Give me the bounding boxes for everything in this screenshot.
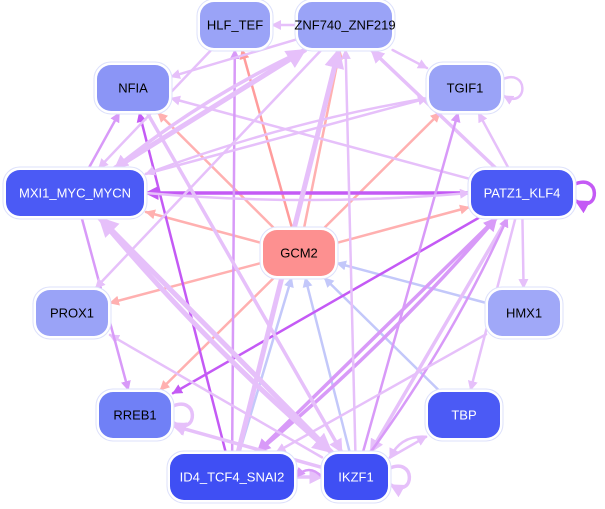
edge-ikzf1-to-mxi1_myc_mycn [97,215,334,455]
node-box[interactable] [200,2,270,48]
node-tgif1[interactable]: TGIF1 [425,61,505,115]
edge-tbp-to-gcm2 [323,276,440,392]
node-box[interactable] [263,230,335,276]
edge-nfia-to-ikzf1 [145,111,344,454]
edge-patz1_klf4-to-id4_tcf4_snai2 [255,216,499,454]
edge-patz1_klf4-to-rreb1 [171,216,480,395]
edge-mxi1_myc_mycn-to-ikzf1 [97,215,334,455]
node-label: PATZ1_KLF4 [484,186,561,201]
edge-gcm2-to-tgif1 [322,111,442,230]
node-box[interactable] [429,65,501,111]
edge-id4_tcf4_snai2-to-patz1_klf4 [255,216,499,454]
node-mxi1-myc-mycn[interactable]: MXI1_MYC_MYCN [2,166,148,220]
edge-tgif1-to-mxi1_myc_mycn [144,96,429,176]
edge-patz1_klf4-to-ikzf1 [368,216,510,454]
edge-gcm2-to-hlf_tef [239,48,294,230]
node-patz1-klf4[interactable]: PATZ1_KLF4 [467,166,577,220]
edge-znf740_znf219-to-mxi1_myc_mycn [113,48,307,170]
node-box[interactable] [428,392,500,438]
node-id4-tcf4-snai2[interactable]: ID4_TCF4_SNAI2 [166,450,298,504]
edge-mxi1_myc_mycn-to-tgif1 [144,95,429,176]
node-ikzf1[interactable]: IKZF1 [320,450,392,504]
node-box[interactable] [324,454,388,500]
node-rreb1[interactable]: RREB1 [95,388,175,442]
node-label: HLF_TEF [207,18,263,33]
node-prox1[interactable]: PROX1 [32,286,112,340]
edge-ikzf1-to-prox1 [108,333,324,459]
node-box[interactable] [97,65,169,111]
edge-tgif1-to-tgif1 [499,76,524,105]
edge-ikzf1-to-ikzf1 [386,464,412,498]
node-box[interactable] [488,290,560,336]
node-hmx1[interactable]: HMX1 [484,286,564,340]
edge-rreb1-to-rreb1 [169,402,195,436]
node-box[interactable] [99,392,171,438]
edge-ikzf1-to-rreb1 [171,422,324,470]
edge-hmx1-to-id4_tcf4_snai2 [275,333,488,454]
edge-patz1_klf4-to-tgif1 [477,111,510,170]
node-hlf-tef[interactable]: HLF_TEF [196,0,274,52]
node-label: HMX1 [506,306,542,321]
node-box[interactable] [298,2,392,48]
node-label: PROX1 [50,306,94,321]
node-label: IKZF1 [338,470,373,485]
node-label: ZNF740_ZNF219 [294,18,395,33]
node-box[interactable] [170,454,294,500]
edge-gcm2-to-patz1_klf4 [335,204,471,245]
edge-ikzf1-to-patz1_klf4 [369,216,509,454]
node-label: MXI1_MYC_MYCN [19,186,131,201]
edge-patz1_klf4-to-patz1_klf4 [571,180,597,214]
node-label: ID4_TCF4_SNAI2 [180,470,285,485]
edge-ikzf1-to-znf740_znf219 [340,48,357,454]
edge-mxi1_myc_mycn-to-patz1_klf4 [144,188,471,202]
edge-ikzf1-to-id4_tcf4_snai2 [294,467,324,479]
edge-patz1_klf4-to-hmx1 [518,216,529,290]
node-box[interactable] [471,170,573,216]
node-znf740-znf219[interactable]: ZNF740_ZNF219 [294,0,396,52]
node-label: TBP [451,408,476,423]
edge-mxi1_myc_mycn-to-nfia [87,111,121,170]
edge-znf740_znf219-to-tgif1 [391,48,429,70]
node-label: GCM2 [280,246,318,261]
edge-ikzf1-to-gcm2 [302,276,351,454]
edge-tbp-to-ikzf1 [388,435,428,459]
node-label: NFIA [118,81,148,96]
node-label: TGIF1 [447,81,484,96]
edge-id4_tcf4_snai2-to-gcm2 [238,276,294,454]
edge-patz1_klf4-to-nfia [169,95,471,180]
node-label: RREB1 [113,408,156,423]
edge-znf740_znf219-to-prox1 [94,48,323,290]
node-tbp[interactable]: TBP [424,388,504,442]
node-gcm2[interactable]: GCM2 [259,226,339,280]
node-box[interactable] [36,290,108,336]
edge-id4_tcf4_snai2-to-hlf_tef [229,48,240,454]
edge-mxi1_myc_mycn-to-znf740_znf219 [112,47,308,171]
node-box[interactable] [6,170,144,216]
node-nfia[interactable]: NFIA [93,61,173,115]
